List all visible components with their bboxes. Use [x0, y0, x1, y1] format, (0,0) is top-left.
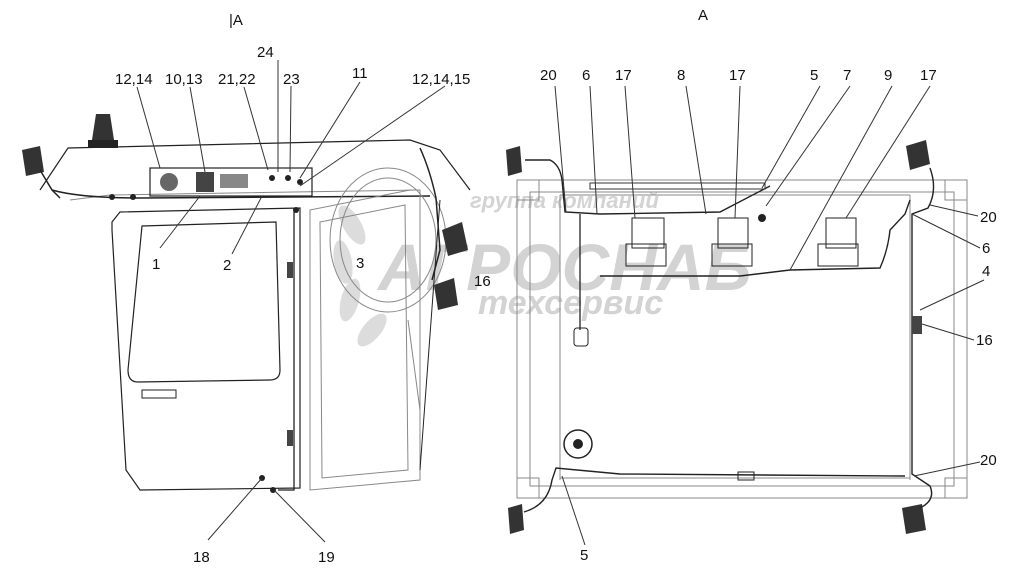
callout-label: 17 — [920, 67, 937, 84]
callout-label: 20 — [980, 209, 997, 226]
leader-lines — [136, 60, 985, 546]
callout-label: 12,14,15 — [412, 71, 470, 88]
callout-label: 9 — [884, 67, 892, 84]
callout-label: 5 — [810, 67, 818, 84]
callout-label: 8 — [677, 67, 685, 84]
watermark: группа компаний АГРОСНАБ техсервис — [333, 188, 751, 347]
callout-label: 17 — [729, 67, 746, 84]
roof-corner-lamps-icon — [506, 140, 930, 534]
callout-label: 6 — [982, 240, 990, 257]
beacon-lamp-icon — [88, 114, 118, 148]
callout-label: 20 — [540, 67, 557, 84]
callout-label: 3 — [356, 255, 364, 272]
callout-label: 2 — [223, 257, 231, 274]
callout-label: 19 — [318, 549, 335, 566]
callout-label: 23 — [283, 71, 300, 88]
callout-label: 18 — [193, 549, 210, 566]
left-view-title: |A — [229, 12, 243, 29]
callout-label: 5 — [580, 547, 588, 564]
control-panel — [149, 167, 313, 197]
callout-label: 4 — [982, 263, 990, 280]
right-view-title: A — [698, 7, 708, 24]
callout-label: 10,13 — [165, 71, 203, 88]
callout-label: 12,14 — [115, 71, 153, 88]
callout-label: 1 — [152, 256, 160, 273]
callout-label: 21,22 — [218, 71, 256, 88]
watermark-line3: техсервис — [478, 284, 663, 322]
callout-label: 7 — [843, 67, 851, 84]
callout-label: 16 — [976, 332, 993, 349]
callout-label: 20 — [980, 452, 997, 469]
callout-label: 6 — [582, 67, 590, 84]
cab-side-view — [22, 114, 471, 493]
roof-plan-view — [506, 140, 968, 534]
callout-label: 16 — [474, 273, 491, 290]
callout-label: 24 — [257, 44, 274, 61]
callout-label: 11 — [352, 65, 368, 82]
side-work-lamp-icon — [434, 222, 468, 310]
callouts-right: 20 6 17 8 17 5 7 9 17 20 6 4 16 20 5 — [540, 67, 997, 564]
callout-label: 17 — [615, 67, 632, 84]
callouts-left: 12,14 10,13 21,22 24 23 11 12,14,15 1 2 … — [115, 44, 491, 566]
